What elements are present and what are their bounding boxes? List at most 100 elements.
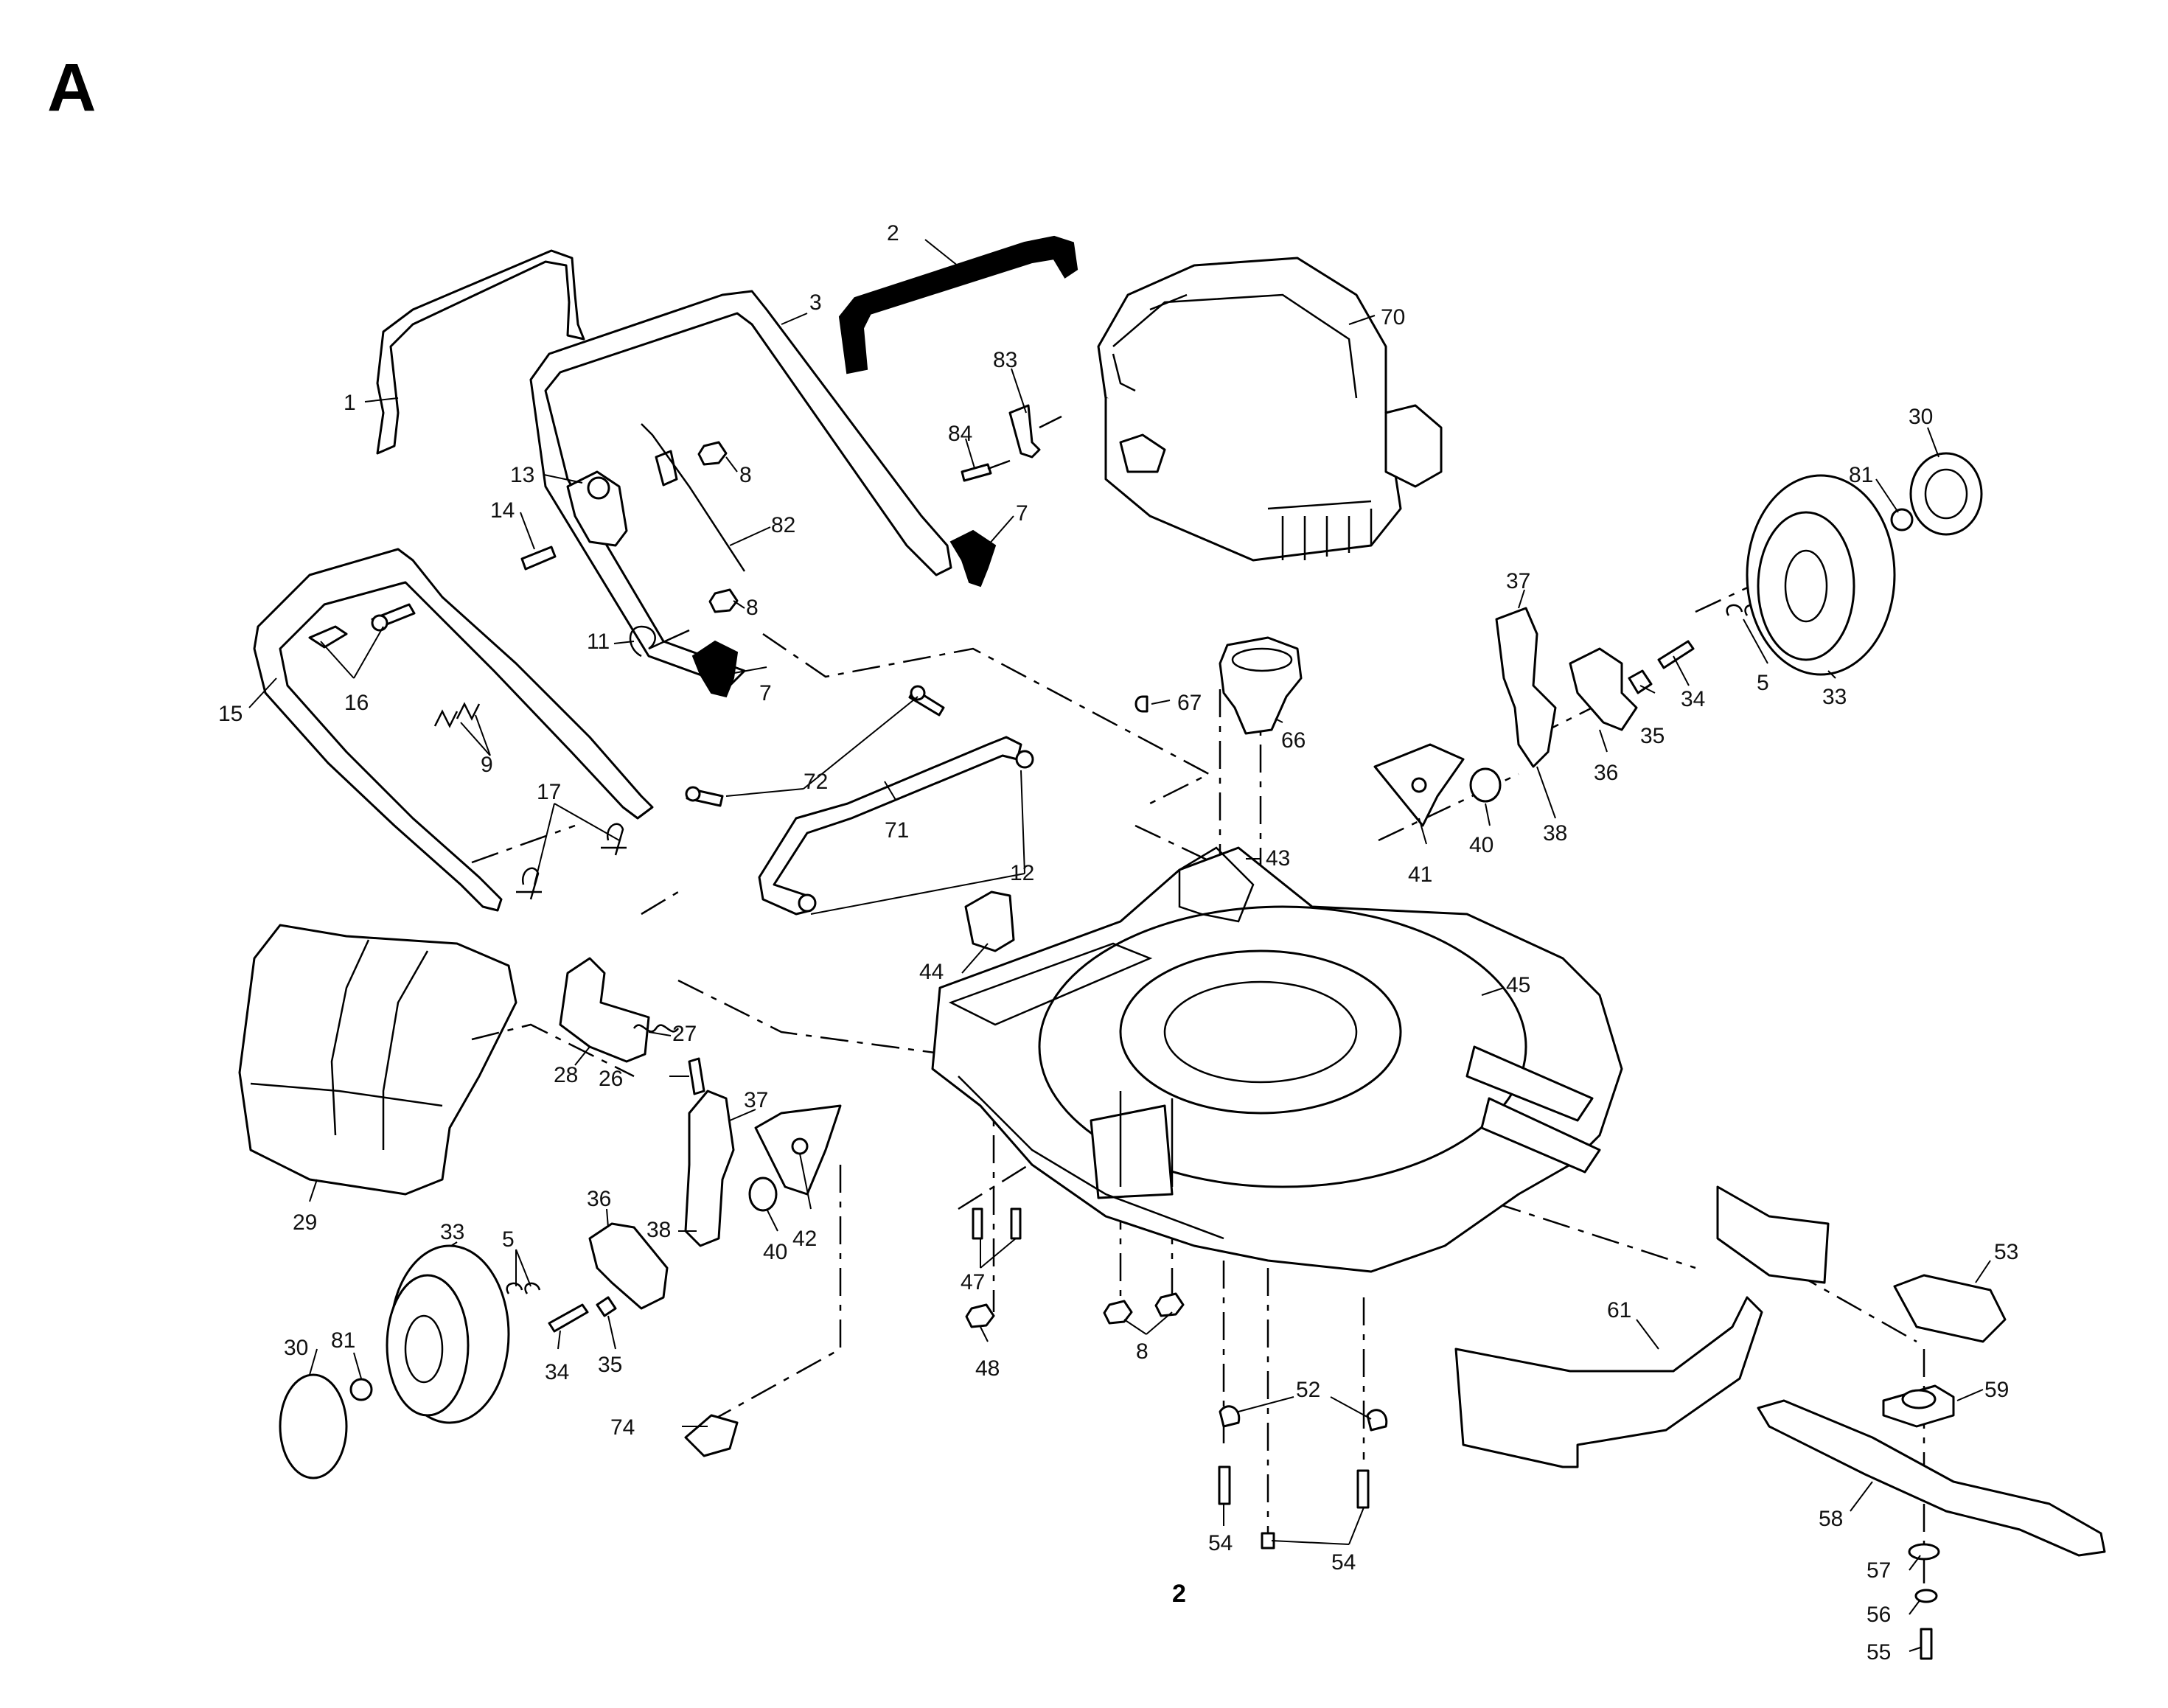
callout-label: 61 — [1607, 1298, 1631, 1322]
callout-label: 41 — [1408, 862, 1432, 887]
upper-handle-part — [376, 249, 585, 455]
cable-clip-part — [655, 450, 678, 487]
discharge-deflector-part — [238, 924, 517, 1196]
page-number: 2 — [1172, 1580, 1186, 1608]
callout-label: 34 — [545, 1360, 569, 1384]
section-letter: A — [47, 50, 96, 125]
callout-label: 5 — [1757, 671, 1769, 695]
callout-label: 67 — [1177, 691, 1202, 715]
cable-end-part — [1039, 415, 1062, 429]
hinge-rod-part — [688, 1057, 705, 1095]
callout-label: 37 — [744, 1088, 768, 1112]
callout-label: 26 — [599, 1067, 623, 1091]
callout-label: 7 — [1016, 501, 1028, 526]
hinge-bracket-part — [559, 957, 650, 1063]
callout-label: 54 — [1208, 1531, 1233, 1555]
blade-part — [1757, 1399, 2106, 1557]
deck-bolt-b-part — [1010, 1207, 1022, 1240]
retaining-rings-left-part — [506, 1282, 541, 1294]
callout-label: 58 — [1819, 1507, 1843, 1531]
blade-bolt-part — [1920, 1628, 1933, 1660]
callout-label: 84 — [948, 422, 972, 446]
baffle-part — [1454, 1296, 1763, 1468]
callout-label: 1 — [344, 391, 356, 415]
callout-label: 16 — [344, 691, 369, 715]
callout-label: 70 — [1381, 305, 1405, 330]
baffle-end-part — [1716, 1185, 1830, 1284]
deck-clip-a-part — [1219, 1405, 1241, 1428]
callout-label: 2 — [887, 221, 899, 245]
hubcap-right-part — [1909, 452, 1983, 536]
handle-knob-left-part — [691, 640, 739, 698]
callout-label: 40 — [763, 1240, 787, 1264]
callout-label: 44 — [919, 960, 944, 984]
springs-part — [433, 702, 481, 728]
mower-deck-part — [931, 846, 1623, 1273]
callout-label: 5 — [502, 1227, 515, 1252]
bracket-screw-part — [961, 463, 992, 482]
callout-label: 38 — [646, 1218, 671, 1242]
callout-label: 42 — [792, 1227, 817, 1251]
callout-label: 33 — [1822, 685, 1847, 709]
callout-label: 56 — [1866, 1603, 1891, 1627]
main-handle-part — [529, 290, 952, 687]
callout-label: 35 — [1640, 724, 1665, 748]
callout-label: 35 — [598, 1353, 622, 1377]
deck-bolt-54b-part — [1261, 1532, 1275, 1550]
callout-label: 66 — [1281, 728, 1306, 753]
washer-right-part — [1628, 669, 1653, 694]
callout-label: 81 — [331, 1328, 355, 1353]
axle-bolt-right-part — [1657, 640, 1695, 669]
control-cable-part — [641, 423, 746, 572]
handle-grip-part — [838, 235, 1078, 374]
callout-label: 59 — [1984, 1378, 2009, 1402]
deck-clip-b-part — [1366, 1409, 1388, 1432]
callout-label: 57 — [1866, 1558, 1891, 1583]
callout-label: 74 — [610, 1415, 635, 1440]
handle-bolt-part — [520, 545, 557, 571]
callout-labels: 1 2 3 83 70 84 13 8 7 82 14 30 81 8 11 3… — [218, 221, 2018, 1665]
deck-nut-8a-part — [1103, 1300, 1133, 1325]
engine-spacer-part — [1219, 636, 1303, 735]
callout-label: 53 — [1994, 1240, 2018, 1264]
callout-label: 83 — [993, 348, 1017, 372]
callout-label: 36 — [587, 1187, 611, 1211]
axle-bolt-left-part — [548, 1303, 589, 1333]
callout-label: 7 — [759, 681, 772, 705]
callout-label: 33 — [440, 1220, 464, 1244]
callout-label: 55 — [1866, 1640, 1891, 1665]
hairpin-clip-b-part — [516, 867, 542, 900]
torsion-spring-part — [632, 1024, 680, 1033]
callout-label: 54 — [1331, 1550, 1356, 1575]
callout-label: 48 — [975, 1356, 1000, 1381]
callout-label: 34 — [1681, 687, 1705, 711]
hub-nut-right-part — [1890, 508, 1914, 531]
callout-label: 9 — [481, 753, 493, 777]
deck-nut-8b-part — [1154, 1292, 1185, 1317]
lower-handle-part — [253, 548, 654, 912]
engine-part — [1097, 257, 1443, 562]
deck-bolt-54a-part — [1218, 1465, 1231, 1505]
callout-label: 12 — [1010, 861, 1034, 885]
deck-bracket-part — [964, 890, 1015, 952]
callout-label: 81 — [1849, 463, 1873, 487]
leader-lines — [248, 239, 1991, 1652]
callout-label: 17 — [537, 780, 561, 804]
height-lever-left-part — [684, 1090, 735, 1247]
wheel-bracket-right-part — [1569, 647, 1638, 731]
callout-label: 8 — [1136, 1339, 1149, 1364]
wheel-left-part — [386, 1244, 510, 1424]
callout-label: 37 — [1506, 569, 1530, 593]
callout-label: 11 — [587, 630, 610, 654]
discharge-guide-line — [471, 1023, 635, 1078]
callout-label: 14 — [490, 498, 515, 523]
pivot-bracket-part — [566, 470, 628, 547]
callout-label: 13 — [510, 463, 534, 487]
callout-label: 52 — [1296, 1378, 1320, 1402]
callout-label: 30 — [284, 1336, 308, 1360]
blade-adapter-part — [1893, 1274, 2007, 1343]
nut-lower-part — [708, 588, 739, 613]
wheel-bracket-left-part — [588, 1222, 669, 1310]
callout-label: 27 — [672, 1022, 697, 1046]
